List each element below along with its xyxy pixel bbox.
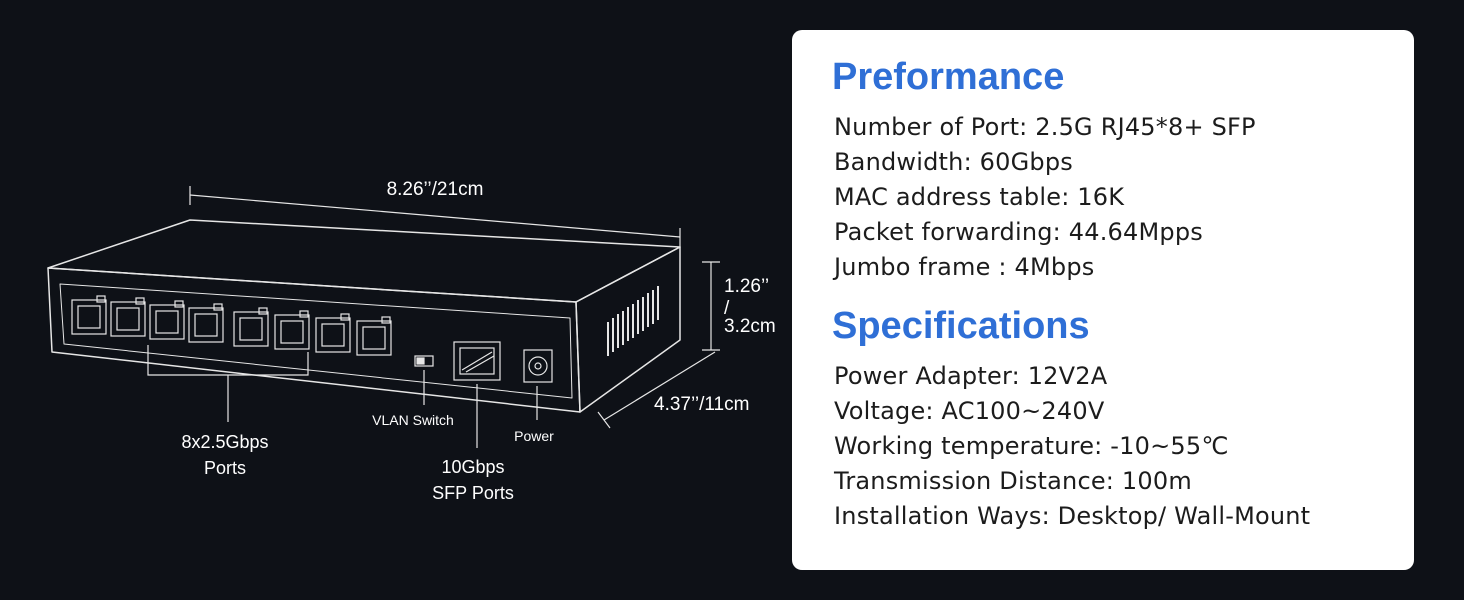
height-dimension-line	[702, 261, 720, 351]
depth-dimension-line	[597, 351, 716, 429]
power-jack-icon	[523, 349, 553, 383]
vlan-switch-icon	[414, 355, 434, 367]
rj45-port	[149, 300, 185, 340]
width-dimension-line	[189, 186, 681, 247]
sfp-label-line2: SFP Ports	[432, 483, 514, 503]
specification-item: Working temperature: -10~55℃	[834, 432, 1229, 460]
specifications-list: Power Adapter: 12V2A Voltage: AC100~240V…	[834, 359, 1414, 534]
switch-side-face	[575, 246, 681, 413]
rj45-port-group-left	[71, 295, 224, 343]
rj45-port	[188, 303, 224, 343]
spec-card: Preformance Number of Port: 2.5G RJ45*8+…	[792, 30, 1414, 570]
height-label-line3: 3.2cm	[724, 316, 776, 337]
performance-heading: Preformance	[832, 56, 1065, 98]
specifications-heading: Specifications	[832, 305, 1090, 347]
rj45-port-group-right	[233, 307, 392, 356]
rj45-port	[233, 307, 269, 347]
sfp-label-line1: 10Gbps	[441, 457, 504, 477]
vlan-switch-label: VLAN Switch	[372, 412, 454, 428]
performance-item: Bandwidth: 60Gbps	[834, 148, 1073, 176]
rj45-port	[356, 316, 392, 356]
rj45-port	[274, 310, 310, 350]
specification-item: Power Adapter: 12V2A	[834, 362, 1108, 390]
performance-item: Number of Port: 2.5G RJ45*8+ SFP	[834, 113, 1256, 141]
ports-label-line1: 8x2.5Gbps	[181, 432, 268, 452]
height-label-line2: /	[724, 298, 730, 319]
side-vents	[607, 286, 659, 356]
specification-item: Transmission Distance: 100m	[834, 467, 1192, 495]
ports-bracket	[147, 345, 309, 422]
front-panel-border	[59, 283, 573, 399]
depth-label: 4.37’’/11cm	[654, 394, 749, 415]
width-label: 8.26’’/21cm	[387, 179, 484, 200]
height-label-line1: 1.26’’	[724, 276, 769, 297]
rj45-port	[315, 313, 351, 353]
power-label: Power	[514, 428, 554, 444]
specification-item: Voltage: AC100~240V	[834, 397, 1105, 425]
performance-item: Jumbo frame : 4Mbps	[834, 253, 1095, 281]
rj45-port	[71, 295, 107, 335]
specification-item: Installation Ways: Desktop/ Wall-Mount	[834, 502, 1311, 530]
ports-label-line2: Ports	[204, 458, 246, 478]
performance-item: Packet forwarding: 44.64Mpps	[834, 218, 1203, 246]
sfp-port-icon	[453, 341, 501, 381]
performance-item: MAC address table: 16K	[834, 183, 1125, 211]
performance-list: Number of Port: 2.5G RJ45*8+ SFP Bandwid…	[834, 110, 1414, 285]
rj45-port	[110, 297, 146, 337]
switch-dimension-diagram: 8.26’’/21cm 1.26’’ / 3.2cm 4.37’’/11cm 8…	[47, 179, 776, 503]
